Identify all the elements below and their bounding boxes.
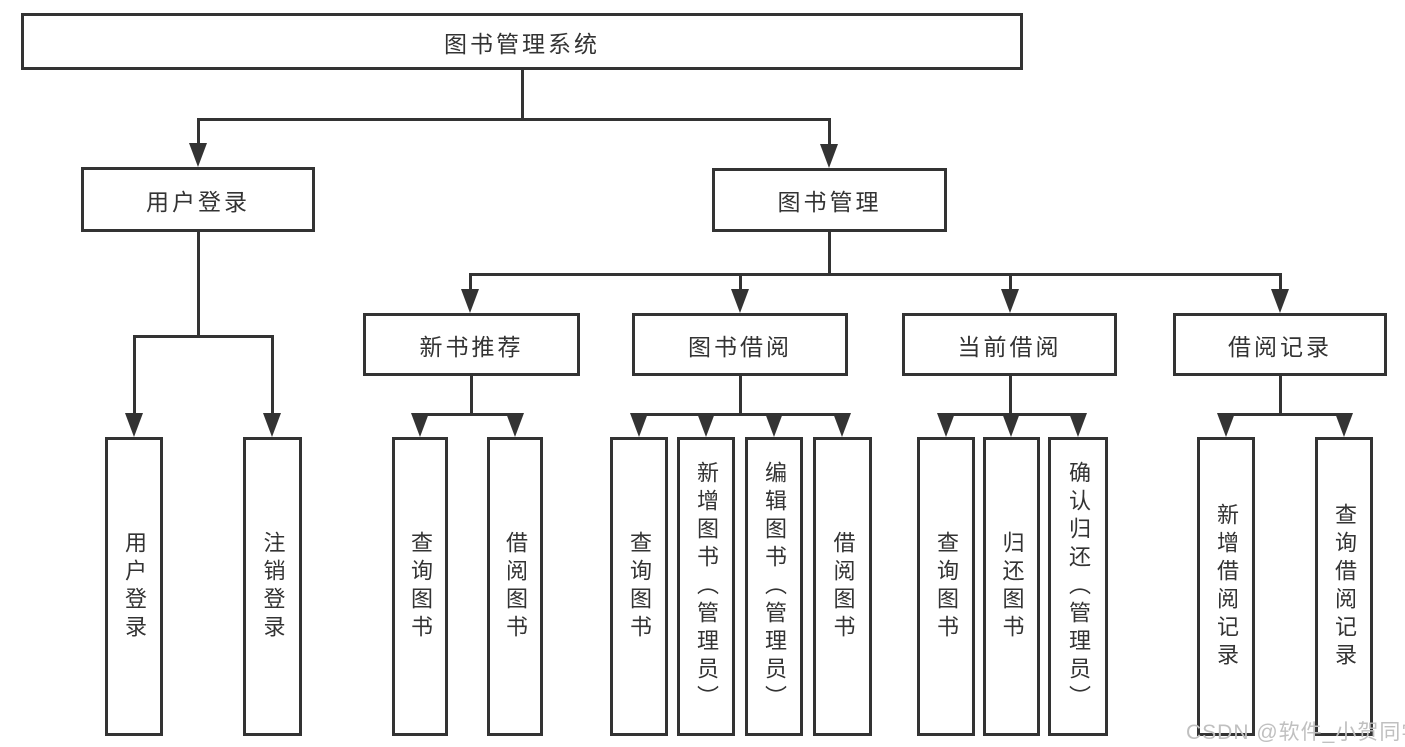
node-new-book-recommend: 新书推荐 — [363, 313, 580, 376]
connector-root-bar — [197, 118, 831, 121]
connector-borrowing-records-stem — [1279, 376, 1282, 413]
node-root-label: 图书管理系统 — [444, 30, 600, 57]
watermark-text: CSDN @软件_小贺同学 — [1186, 721, 1405, 744]
leaf-query-books-borrowing-label: 查询图书 — [627, 530, 652, 643]
node-current-borrowing-label: 当前借阅 — [957, 333, 1062, 360]
connector-user-login-stem — [197, 232, 200, 335]
arrowhead-book-management — [820, 144, 838, 168]
node-book-management: 图书管理 — [712, 168, 947, 232]
arrowhead-query-books-current — [937, 413, 955, 437]
arrowhead-query-borrow-record — [1335, 413, 1353, 437]
connector-drop-book-management — [828, 118, 831, 148]
node-current-borrowing: 当前借阅 — [902, 313, 1117, 376]
connector-drop-new-book-recommend — [469, 273, 472, 291]
connector-drop-leaf-user-login — [133, 335, 136, 415]
leaf-edit-books-admin-label: 编辑图书（管理员） — [762, 460, 787, 713]
arrowhead-user-login — [189, 143, 207, 167]
arrowhead-borrowing-records — [1271, 289, 1289, 313]
leaf-logout-label: 注销登录 — [260, 530, 286, 643]
connector-user-login-bar — [133, 335, 274, 338]
connector-book-borrowing-stem — [739, 375, 742, 413]
arrowhead-add-borrow-record — [1217, 413, 1235, 437]
leaf-logout: 注销登录 — [243, 437, 302, 736]
connector-new-book-recommend-bar — [419, 413, 516, 416]
connector-borrowing-records-bar — [1225, 413, 1345, 416]
connector-book-management-stem — [828, 232, 831, 273]
leaf-add-borrow-record-label: 新增借阅记录 — [1214, 502, 1239, 671]
arrowhead-return-books — [1002, 413, 1020, 437]
leaf-borrow-books-recommend-label: 借阅图书 — [503, 530, 528, 643]
node-new-book-recommend-label: 新书推荐 — [419, 333, 524, 360]
connector-book-management-bar — [469, 273, 1281, 276]
node-borrowing-records: 借阅记录 — [1173, 313, 1387, 376]
leaf-add-books-admin-label: 新增图书（管理员） — [694, 460, 719, 713]
connector-drop-book-borrowing — [739, 273, 742, 291]
node-book-management-label: 图书管理 — [777, 189, 882, 215]
leaf-query-books-current-label: 查询图书 — [934, 530, 959, 643]
connector-book-borrowing-bar — [638, 413, 843, 416]
arrowhead-leaf-user-login — [125, 413, 143, 437]
connector-drop-current-borrowing — [1009, 273, 1012, 291]
arrowhead-query-books-borrowing — [630, 413, 648, 437]
leaf-query-books-current: 查询图书 — [917, 437, 975, 736]
leaf-user-login: 用户登录 — [105, 437, 163, 736]
node-user-login-label: 用户登录 — [146, 188, 250, 215]
arrowhead-add-books-admin — [697, 413, 715, 437]
leaf-borrow-books-borrowing-label: 借阅图书 — [830, 530, 856, 643]
arrowhead-query-books-recommend — [411, 413, 429, 437]
leaf-edit-books-admin: 编辑图书（管理员） — [745, 437, 803, 736]
node-borrowing-records-label: 借阅记录 — [1228, 333, 1332, 360]
connector-root-stem — [521, 69, 524, 118]
leaf-confirm-return-admin: 确认归还（管理员） — [1048, 437, 1108, 736]
arrowhead-new-book-recommend — [461, 289, 479, 313]
leaf-add-books-admin: 新增图书（管理员） — [677, 437, 735, 736]
arrowhead-leaf-logout — [263, 413, 281, 437]
leaf-query-books-recommend: 查询图书 — [392, 437, 448, 736]
leaf-query-borrow-record-label: 查询借阅记录 — [1332, 502, 1357, 671]
connector-drop-borrowing-records — [1279, 273, 1282, 291]
leaf-confirm-return-admin-label: 确认归还（管理员） — [1066, 460, 1091, 713]
leaf-query-books-borrowing: 查询图书 — [610, 437, 668, 736]
arrowhead-confirm-return-admin — [1069, 413, 1087, 437]
leaf-add-borrow-record: 新增借阅记录 — [1197, 437, 1255, 736]
connector-current-borrowing-stem — [1009, 376, 1012, 413]
arrowhead-edit-books-admin — [765, 413, 783, 437]
leaf-user-login-label: 用户登录 — [122, 530, 147, 643]
leaf-borrow-books-borrowing: 借阅图书 — [813, 437, 872, 736]
node-book-borrowing-label: 图书借阅 — [688, 333, 792, 360]
node-user-login: 用户登录 — [81, 167, 315, 232]
leaf-query-books-recommend-label: 查询图书 — [408, 530, 433, 643]
connector-new-book-recommend-stem — [470, 376, 473, 413]
leaf-return-books-label: 归还图书 — [999, 530, 1025, 643]
connector-drop-user-login — [197, 118, 200, 148]
leaf-return-books: 归还图书 — [983, 437, 1040, 736]
node-root: 图书管理系统 — [21, 13, 1023, 70]
leaf-borrow-books-recommend: 借阅图书 — [487, 437, 543, 736]
arrowhead-book-borrowing — [731, 289, 749, 313]
node-book-borrowing: 图书借阅 — [632, 313, 848, 376]
arrowhead-borrow-books-borrowing — [833, 413, 851, 437]
arrowhead-borrow-books-recommend — [506, 413, 524, 437]
connector-drop-leaf-logout — [271, 335, 274, 415]
leaf-query-borrow-record: 查询借阅记录 — [1315, 437, 1373, 736]
arrowhead-current-borrowing — [1001, 289, 1019, 313]
